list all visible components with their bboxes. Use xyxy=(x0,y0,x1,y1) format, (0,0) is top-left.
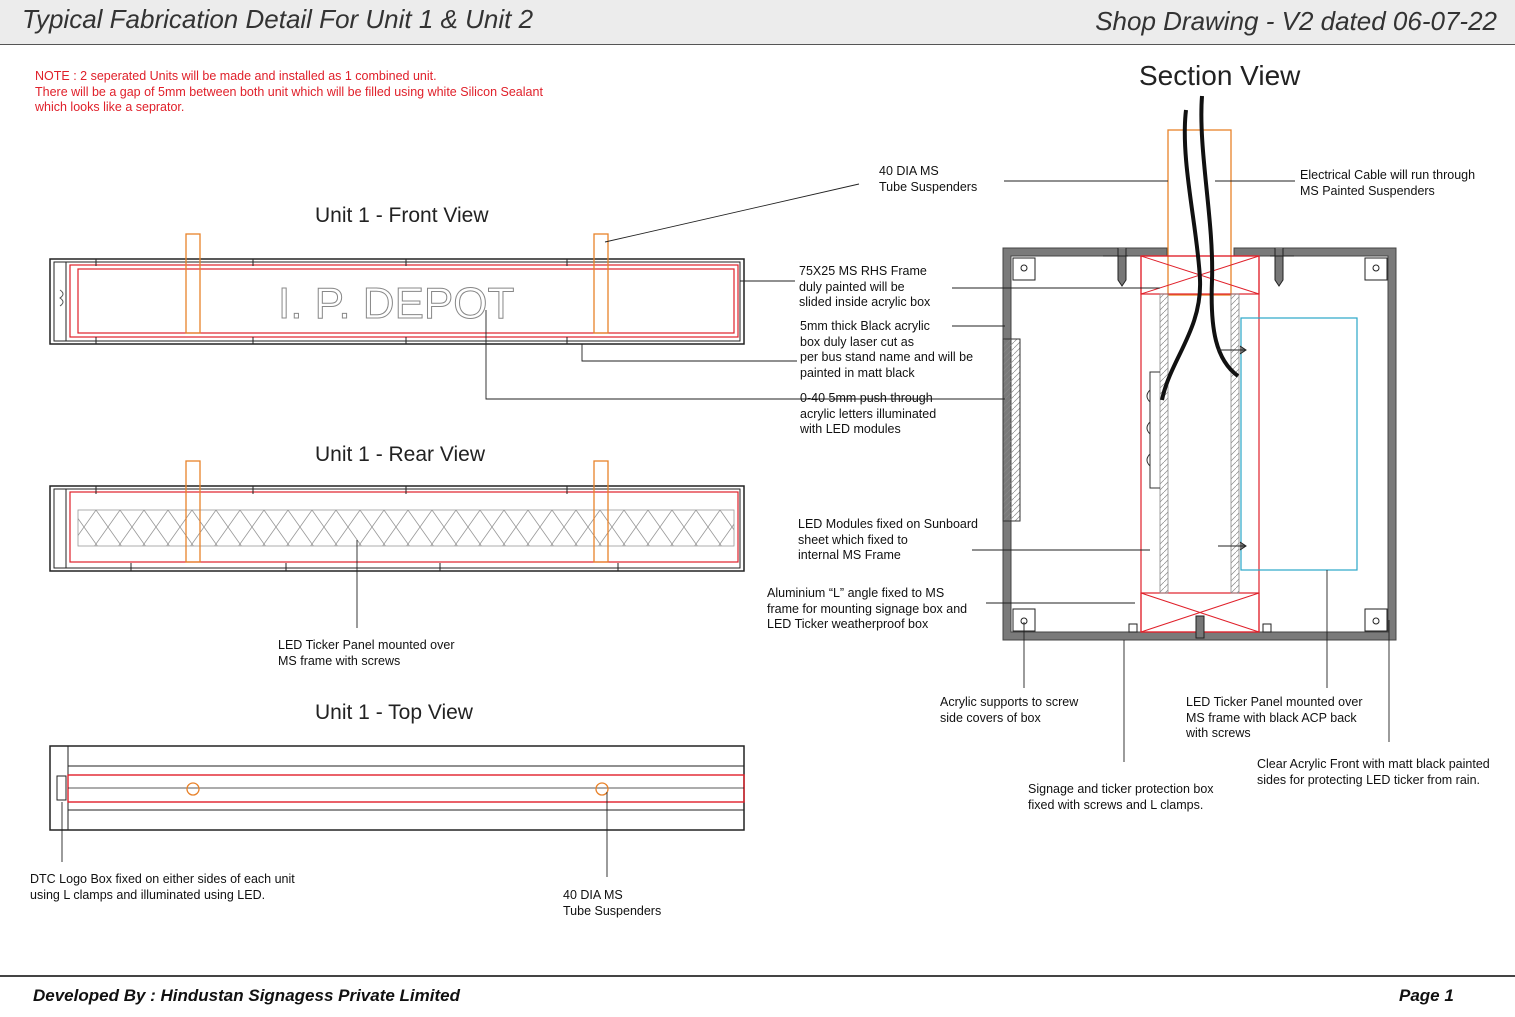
title-bar: Typical Fabrication Detail For Unit 1 & … xyxy=(0,0,1515,45)
label-tube-suspenders-section: 40 DIA MS Tube Suspenders xyxy=(879,164,978,194)
label-ticker-section: LED Ticker Panel mounted over MS frame w… xyxy=(1186,695,1363,740)
section-view-drawing xyxy=(1002,95,1397,641)
footer-page-number: Page 1 xyxy=(1399,986,1454,1005)
drawing-title: Typical Fabrication Detail For Unit 1 & … xyxy=(22,4,534,34)
rear-view-title: Unit 1 - Rear View xyxy=(315,443,486,466)
label-led-modules: LED Modules fixed on Sunboard sheet whic… xyxy=(798,517,978,562)
label-rhs-frame: 75X25 MS RHS Frame duly painted will be … xyxy=(799,264,931,309)
front-sign-lettering: I. P. DEPOT xyxy=(278,279,514,328)
section-view-title: Section View xyxy=(1139,60,1301,91)
installation-note: NOTE : 2 seperated Units will be made an… xyxy=(35,69,543,116)
note-line-1: NOTE : 2 seperated Units will be made an… xyxy=(35,69,437,83)
label-clear-acrylic-front: Clear Acrylic Front with matt black pain… xyxy=(1257,757,1490,787)
label-acrylic-box: 5mm thick Black acrylic box duly laser c… xyxy=(800,319,974,380)
rear-view-drawing xyxy=(49,460,745,572)
front-view-title: Unit 1 - Front View xyxy=(315,204,489,227)
label-dtc-logo-box: DTC Logo Box fixed on either sides of ea… xyxy=(30,872,295,902)
label-ticker-rear: LED Ticker Panel mounted over MS frame w… xyxy=(278,638,455,668)
top-view-title: Unit 1 - Top View xyxy=(315,701,473,724)
label-acrylic-supports: Acrylic supports to screw side covers of… xyxy=(940,695,1079,725)
label-protection-box: Signage and ticker protection box fixed … xyxy=(1028,782,1214,812)
label-electrical-cable: Electrical Cable will run through MS Pai… xyxy=(1300,168,1476,198)
front-view-drawing: I. P. DEPOT xyxy=(49,233,745,345)
label-aluminium-angle: Aluminium “L” angle fixed to MS frame fo… xyxy=(767,586,968,631)
footer-developer: Developed By : Hindustan Signagess Priva… xyxy=(33,986,460,1005)
leader-lines xyxy=(61,180,1390,877)
label-tube-suspenders-top-view: 40 DIA MS Tube Suspenders xyxy=(563,888,662,918)
label-push-through-letters: 0-40 5mm push through acrylic letters il… xyxy=(800,391,937,436)
top-view-drawing xyxy=(49,745,745,831)
note-line-3: which looks like a seprator. xyxy=(35,100,185,114)
note-line-2: There will be a gap of 5mm between both … xyxy=(35,84,543,99)
footer-divider xyxy=(0,975,1515,977)
drawing-revision: Shop Drawing - V2 dated 06-07-22 xyxy=(1095,6,1497,36)
